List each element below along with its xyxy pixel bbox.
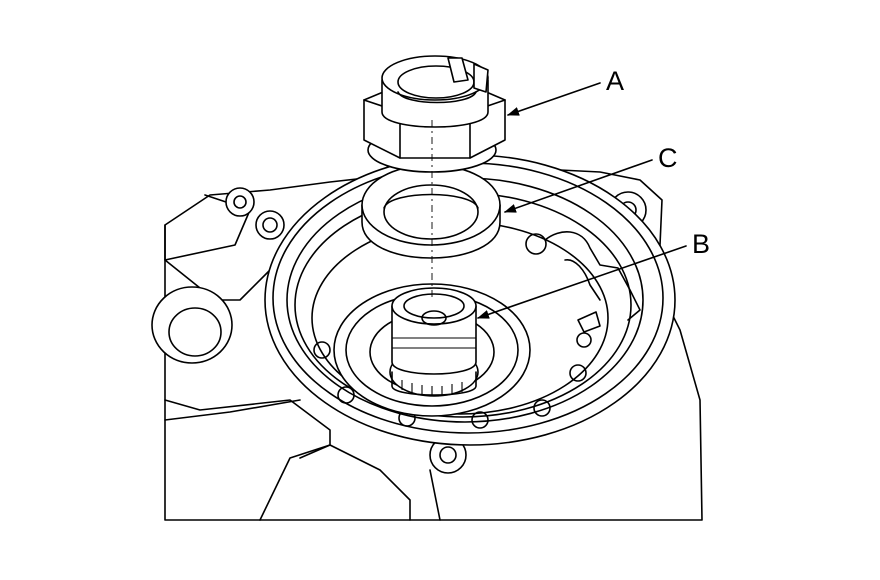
callout-b-leader: [477, 245, 687, 319]
callout-c: C: [504, 143, 678, 213]
bore-cutout-right: [544, 231, 641, 321]
callout-a: A: [507, 66, 624, 116]
washer-c: [361, 164, 501, 259]
shaft-body: [391, 305, 477, 375]
bore-key: [577, 311, 601, 333]
housing-left-boss-bore: [168, 307, 222, 357]
shaft-center-bore: [421, 310, 447, 326]
locknut-bore-shadow: [397, 91, 477, 104]
callout-c-leader: [504, 159, 653, 213]
callout-b-label: B: [692, 229, 710, 259]
shaft-gear-teeth-band: [391, 371, 477, 396]
housing-lower-rib: [429, 469, 441, 521]
shaft-b: [389, 287, 479, 397]
locknut-slot-2: [473, 63, 489, 93]
callout-a-leader: [507, 82, 601, 116]
callout-a-label: A: [606, 66, 624, 96]
bore-cutout-detail: [564, 259, 601, 301]
locknut-slot-1: [447, 57, 469, 83]
housing-ledge-inner: [164, 259, 271, 301]
housing-lower-step: [299, 444, 411, 521]
housing-lower-face: [164, 399, 331, 521]
callout-c-label: C: [658, 143, 678, 173]
locknut-a: [363, 55, 506, 173]
callout-b: B: [477, 229, 710, 319]
shaft-end-recess: [403, 293, 465, 319]
washer-inner-hole: [383, 184, 479, 240]
housing-lower-edge: [164, 399, 301, 421]
shaft-gear-teeth: [401, 380, 463, 396]
washer-hole-edge: [383, 193, 479, 209]
